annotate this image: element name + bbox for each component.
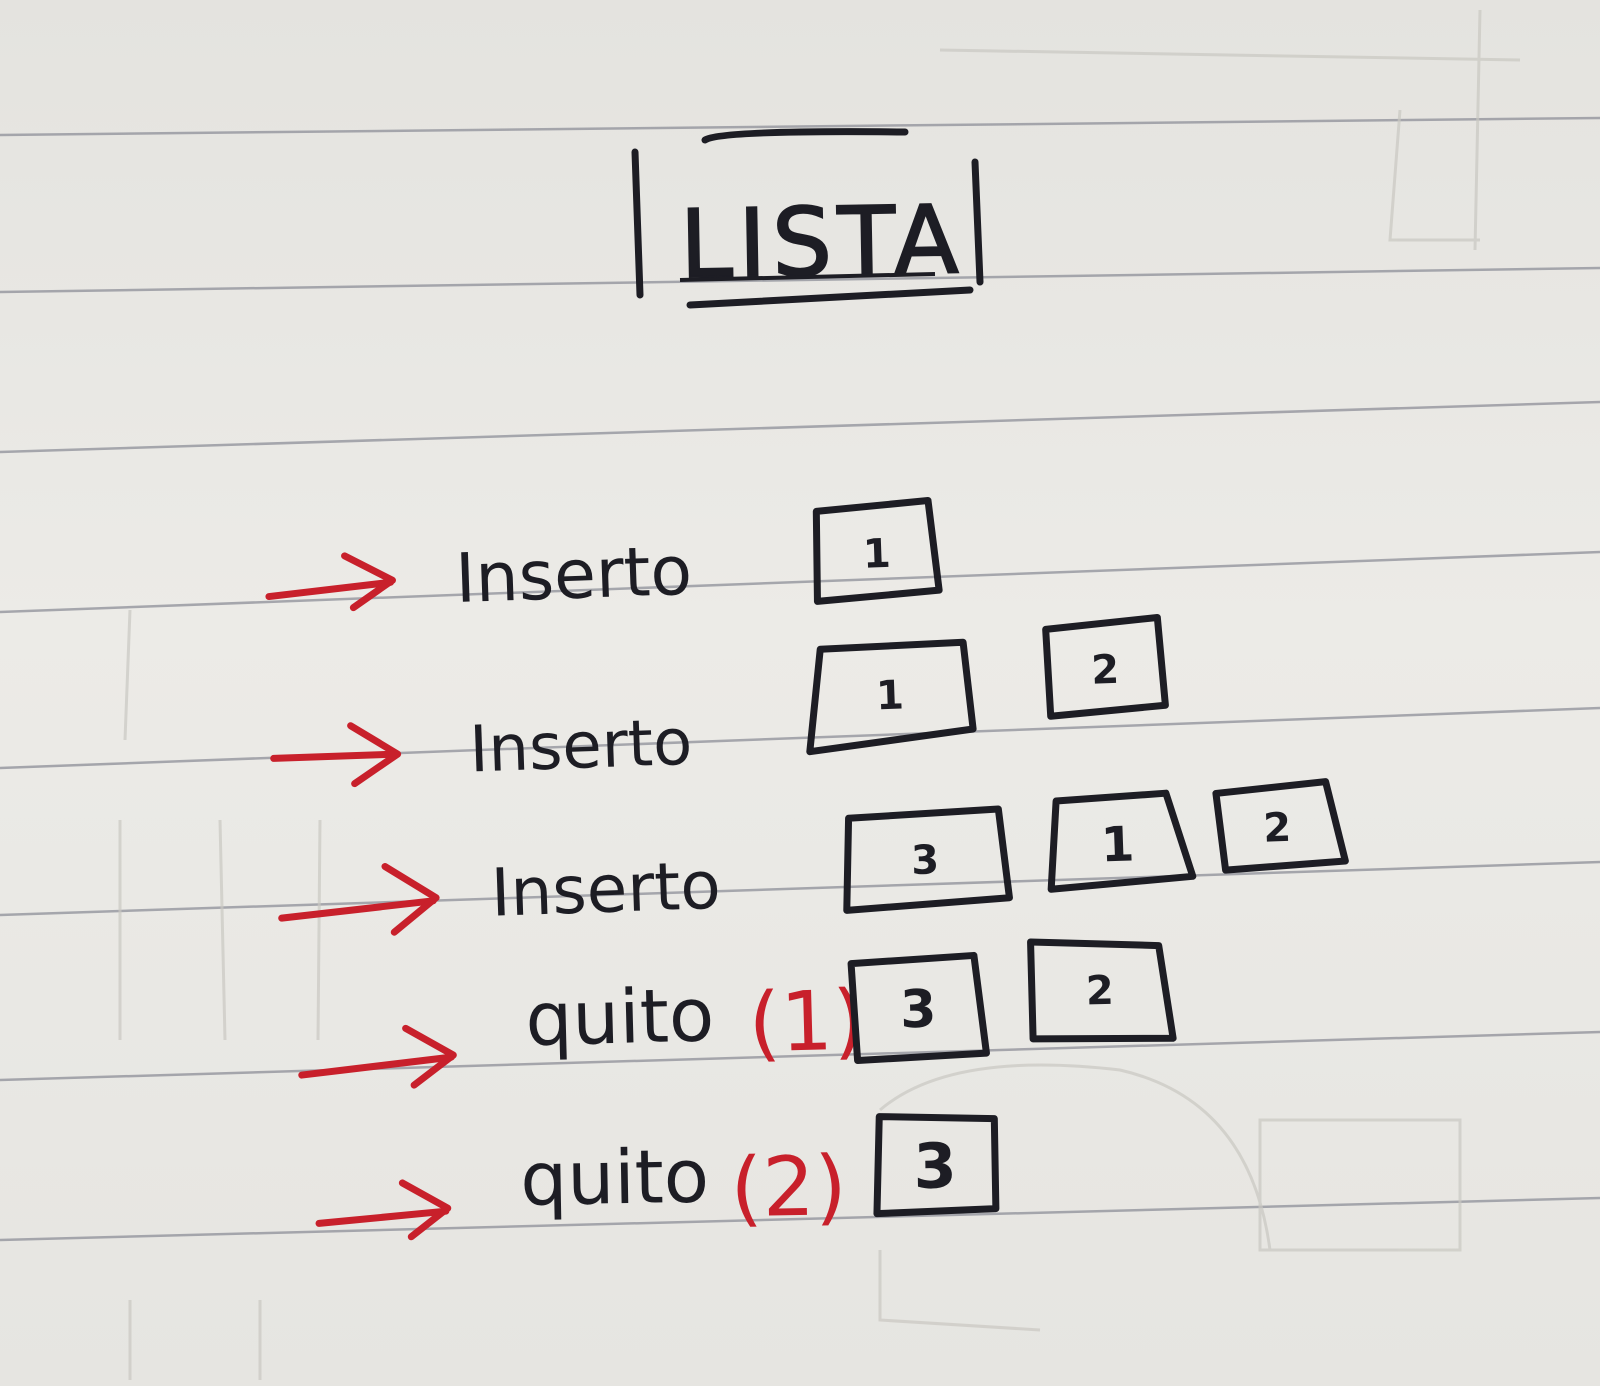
node-value: 3	[910, 837, 939, 884]
step-arg: (1)	[747, 973, 866, 1071]
arrow-icon	[270, 722, 402, 788]
arrow-icon	[265, 552, 396, 612]
step-action: Inserto	[454, 532, 693, 619]
node-value: 1	[875, 672, 904, 719]
title-frame	[631, 128, 984, 309]
step-action: Inserto	[490, 847, 722, 932]
title: LISTA	[679, 186, 965, 300]
step-action: quito	[520, 1134, 710, 1223]
node-value: 2	[1085, 968, 1114, 1015]
list-node: 1	[812, 496, 943, 605]
list-node: 2	[1042, 613, 1169, 720]
list-node: 1	[1047, 789, 1197, 893]
node-value: 2	[1090, 647, 1119, 694]
node-value: 2	[1262, 805, 1291, 852]
step-row: Inserto 1 2	[270, 613, 1169, 788]
list-node: 3	[873, 1113, 1000, 1218]
list-node: 1	[806, 638, 977, 756]
step-action: Inserto	[468, 706, 693, 788]
step-row: quito (1) 3 2	[298, 938, 1177, 1089]
step-arg: (2)	[730, 1139, 848, 1236]
step-row: Inserto 1	[265, 496, 943, 619]
arrow-icon	[278, 862, 440, 936]
arrow-icon	[315, 1179, 452, 1241]
node-value: 1	[1100, 816, 1135, 873]
node-value: 3	[913, 1129, 957, 1203]
list-node: 3	[847, 951, 990, 1065]
list-node: 2	[1027, 938, 1177, 1043]
list-node: 2	[1212, 778, 1349, 874]
node-value: 1	[862, 531, 891, 578]
step-row: Inserto 3 1 2	[278, 778, 1349, 936]
title-underline	[679, 272, 936, 282]
node-value: 3	[899, 979, 937, 1040]
step-action: quito	[524, 972, 715, 1063]
arrow-icon	[298, 1024, 457, 1089]
list-node: 3	[843, 805, 1013, 914]
step-row: quito (2) 3	[315, 1113, 1000, 1241]
